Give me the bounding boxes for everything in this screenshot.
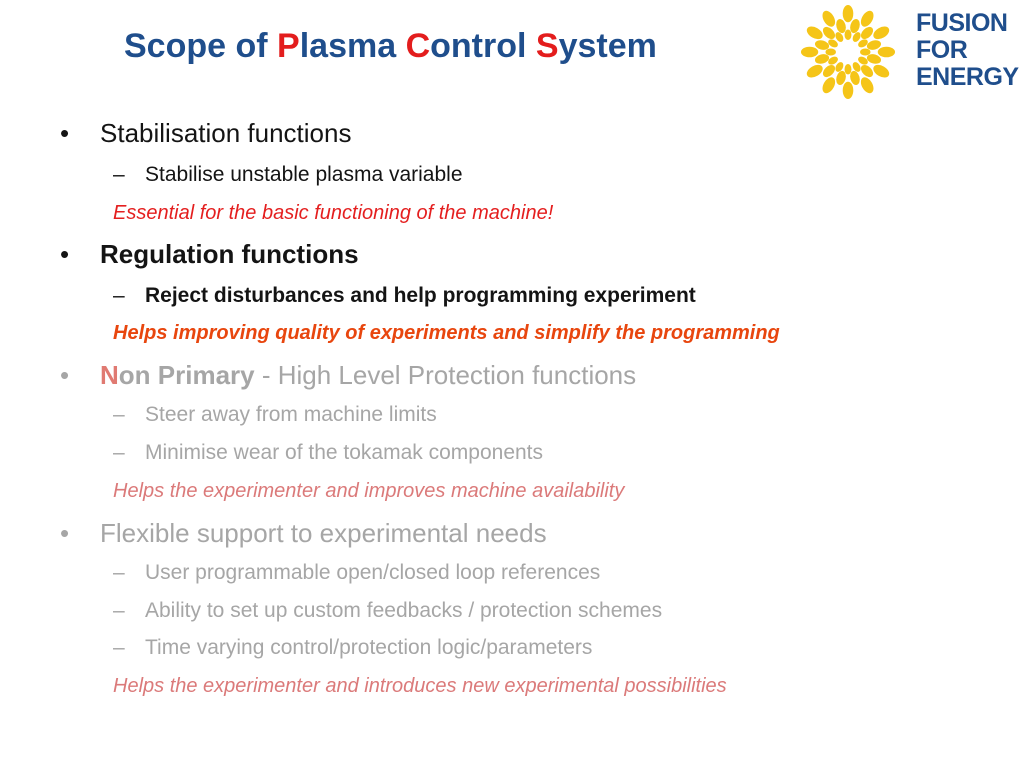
emblem-petal [806,64,823,78]
emblem-petal [822,64,836,78]
sub-bullet-steer-away: –Steer away from machine limits [113,400,437,430]
emblem-petal [860,48,871,56]
emblem-petal [828,56,838,65]
title-accent-s: S [535,27,559,65]
emblem-petal [866,40,882,50]
logo-wordmark: FUSION FOR ENERGY [916,9,1019,91]
emblem-petal [866,54,882,64]
sub-bullet-dash: – [113,163,125,186]
emblem-petal [860,77,874,94]
title-prefix: Scope of [124,27,278,65]
emblem-petal [836,18,846,34]
note-new-possibilities: Helps the experimenter and introduces ne… [113,675,727,697]
emblem-petal [835,62,844,72]
sub-bullet-custom-feedbacks: –Ability to set up custom feedbacks / pr… [113,596,662,626]
emblem-petal [842,81,854,100]
sub-bullet-minimise-wear: –Minimise wear of the tokamak components [113,438,543,468]
emblem-petal [852,62,861,72]
sub-bullet-text: Time varying control/protection logic/pa… [145,636,593,659]
emblem-petal [860,10,874,27]
bullet-text: - High Level Protection functions [254,360,637,390]
sub-bullet-text: Ability to set up custom feedbacks / pro… [145,599,663,622]
emblem-petal [844,29,852,40]
bullet-flexible-support: • Flexible support to experimental needs [60,515,547,551]
emblem-petal [873,26,890,40]
emblem-petal [806,26,823,40]
sub-bullet-text: Stabilise unstable plasma variable [145,163,463,186]
title-accent-c: C [405,27,431,65]
emblem-petal [860,26,874,40]
emblem-petal [877,46,896,58]
emblem-petal [828,39,838,48]
emblem-petal [822,26,836,40]
title-word-plasma: lasma [299,27,406,65]
logo-word-for: FOR [916,36,968,64]
note-helps-improving: Helps improving quality of experiments a… [113,322,780,344]
sub-bullet-reject-disturbances: –Reject disturbances and help programmin… [113,281,696,311]
sub-bullet-dash: – [113,636,125,659]
bullet-text: Stabilisation functions [100,118,352,148]
sub-bullet-dash: – [113,599,125,622]
bullet-text: Flexible support to experimental needs [100,518,547,548]
emblem-petal [814,54,830,64]
emblem-petal [822,10,836,27]
sub-bullet-dash: – [113,561,125,584]
emblem-petal [850,18,860,34]
note-essential: Essential for the basic functioning of t… [113,202,554,224]
bullet-non-primary: • Non Primary - High Level Protection fun… [60,357,636,393]
sub-bullet-text: Minimise wear of the tokamak components [145,441,544,464]
emblem-petal [860,64,874,78]
slide-title: Scope of Plasma Control System [124,18,784,74]
emblem-petal [858,56,868,65]
emblem-petal [836,70,846,86]
bullet-text-bold: on Primary [118,360,255,390]
emblem-petal [842,4,854,23]
bullet-regulation: • Regulation functions [60,236,359,272]
emblem-petal [825,48,836,56]
emblem-petal [844,64,852,75]
bullet-dot: • [60,118,70,148]
bullet-stabilisation: • Stabilisation functions [60,115,351,151]
note-availability: Helps the experimenter and improves mach… [113,480,625,502]
emblem-petal [873,64,890,78]
sub-bullet-dash: – [113,441,125,464]
title-word-control: ontrol [430,27,536,65]
logo-word-fusion: FUSION [916,9,1008,37]
sub-bullet-dash: – [113,403,125,426]
sub-bullet-text: Reject disturbances and help programming… [145,284,696,307]
emblem-petal [850,70,860,86]
emblem-petal [822,77,836,94]
fusion-for-energy-logo: FUSION FOR ENERGY [800,4,1019,100]
emblem-petal [852,32,861,42]
bullet-text: Regulation functions [100,239,359,269]
logo-word-energy: ENERGY [916,63,1019,91]
emblem-petal [814,40,830,50]
title-accent-p: P [277,27,300,65]
title-word-system: ystem [558,27,657,65]
emblem-petal [858,39,868,48]
sub-bullet-text: User programmable open/closed loop refer… [145,561,601,584]
sub-bullet-stabilise-variable: –Stabilise unstable plasma variable [113,160,463,190]
bullet-dot: • [60,239,70,269]
sub-bullet-programmable-references: –User programmable open/closed loop refe… [113,558,600,588]
sub-bullet-dash: – [113,284,125,307]
bullet-dot: • [60,518,70,548]
bullet-dot: • [60,360,70,390]
emblem-petal [800,46,819,58]
sub-bullet-time-varying: –Time varying control/protection logic/p… [113,633,592,663]
sub-bullet-text: Steer away from machine limits [145,403,437,426]
bullet-initial-n: N [100,360,119,390]
sunflower-emblem-icon [800,4,896,100]
emblem-petal [835,32,844,42]
